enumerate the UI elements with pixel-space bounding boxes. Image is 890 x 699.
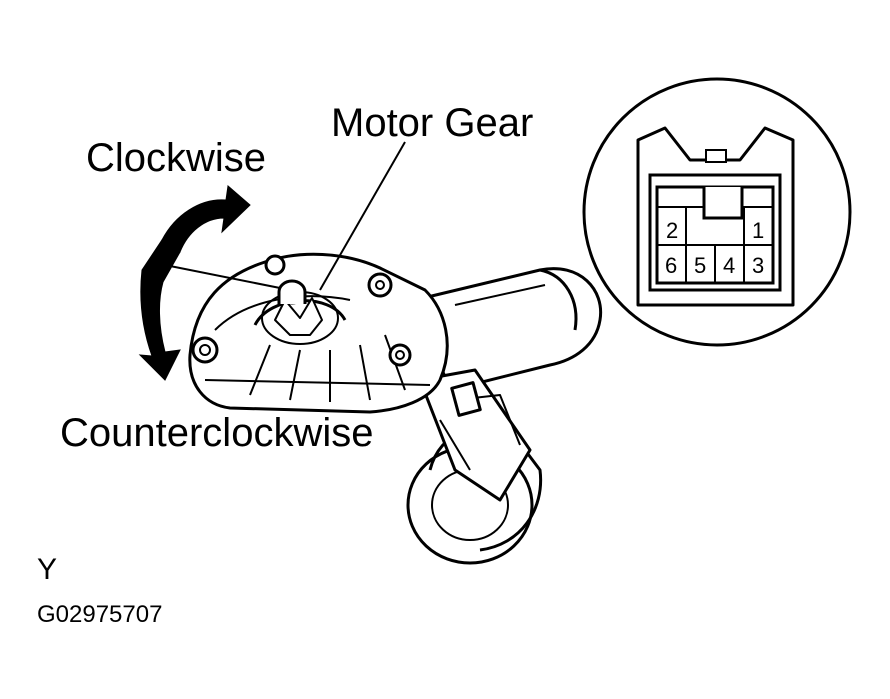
connector-detail: 2 1 6 5 4 3: [582, 77, 852, 347]
figure-code: G02975707: [37, 601, 163, 628]
view-label: Y: [37, 553, 58, 586]
pin-label: 3: [752, 253, 764, 278]
pin-label: 1: [752, 218, 764, 243]
pin-label: 6: [665, 253, 677, 278]
clockwise-label: Clockwise: [86, 136, 267, 180]
motor-gear-label: Motor Gear: [331, 101, 534, 145]
motor-gear-leader: [319, 141, 406, 291]
rotation-arrow: [138, 185, 251, 381]
pin-label: 2: [666, 218, 678, 243]
pin-label: 4: [723, 253, 735, 278]
counterclockwise-label: Counterclockwise: [60, 411, 374, 455]
window-motor-assembly: [188, 252, 603, 565]
shaft-leader: [149, 261, 281, 289]
pin-label: 5: [694, 253, 706, 278]
